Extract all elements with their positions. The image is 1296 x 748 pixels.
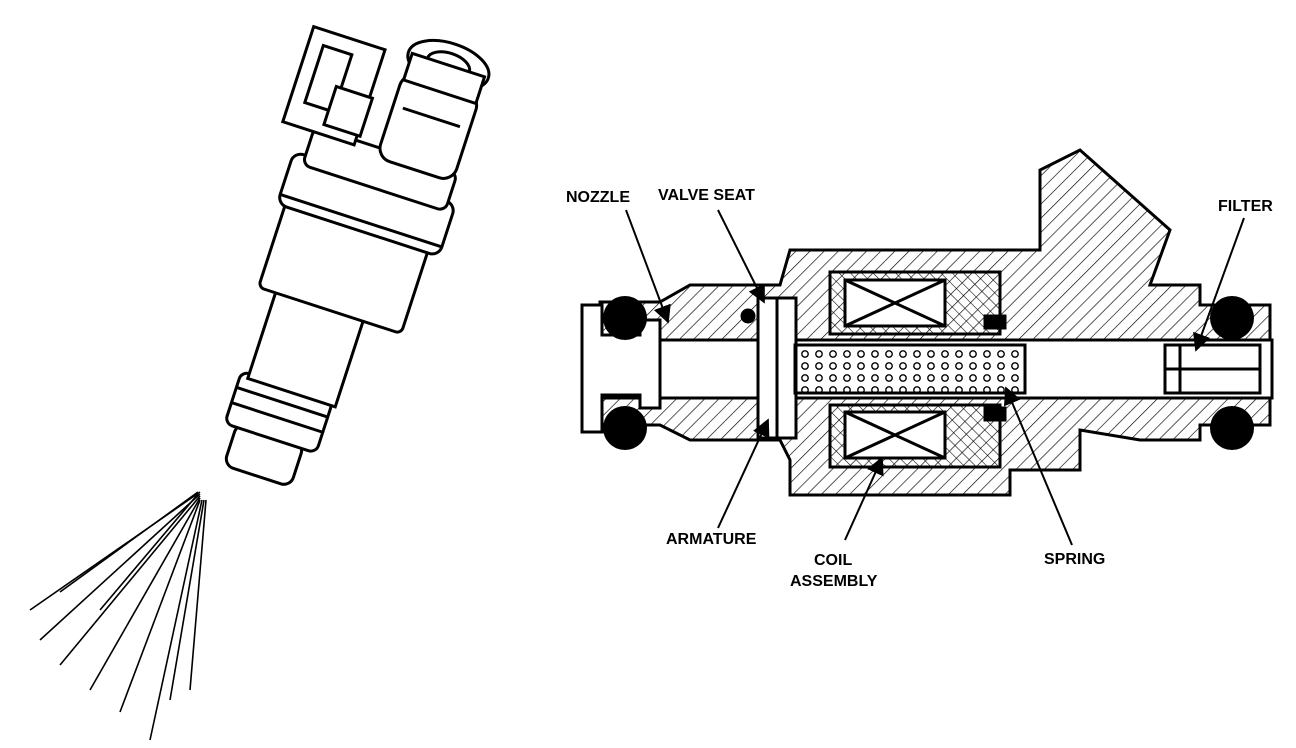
coil-assembly	[828, 270, 1002, 469]
nozzle	[580, 303, 662, 434]
injector-cross-section	[580, 148, 1274, 497]
label-nozzle: NOZZLE	[566, 189, 630, 206]
label-coil-assembly: ASSEMBLY	[790, 573, 878, 590]
leader-lines	[625, 209, 1245, 546]
o-rings	[603, 296, 1254, 450]
spring	[793, 343, 1027, 395]
label-coil: COIL	[814, 552, 852, 569]
injector-illustration	[29, 24, 491, 741]
label-spring: SPRING	[1044, 551, 1105, 568]
label-filter: FILTER	[1218, 198, 1273, 215]
fuel-spray	[29, 491, 207, 741]
label-armature: ARMATURE	[666, 531, 757, 548]
label-valve-seat: VALVE SEAT	[658, 187, 755, 204]
